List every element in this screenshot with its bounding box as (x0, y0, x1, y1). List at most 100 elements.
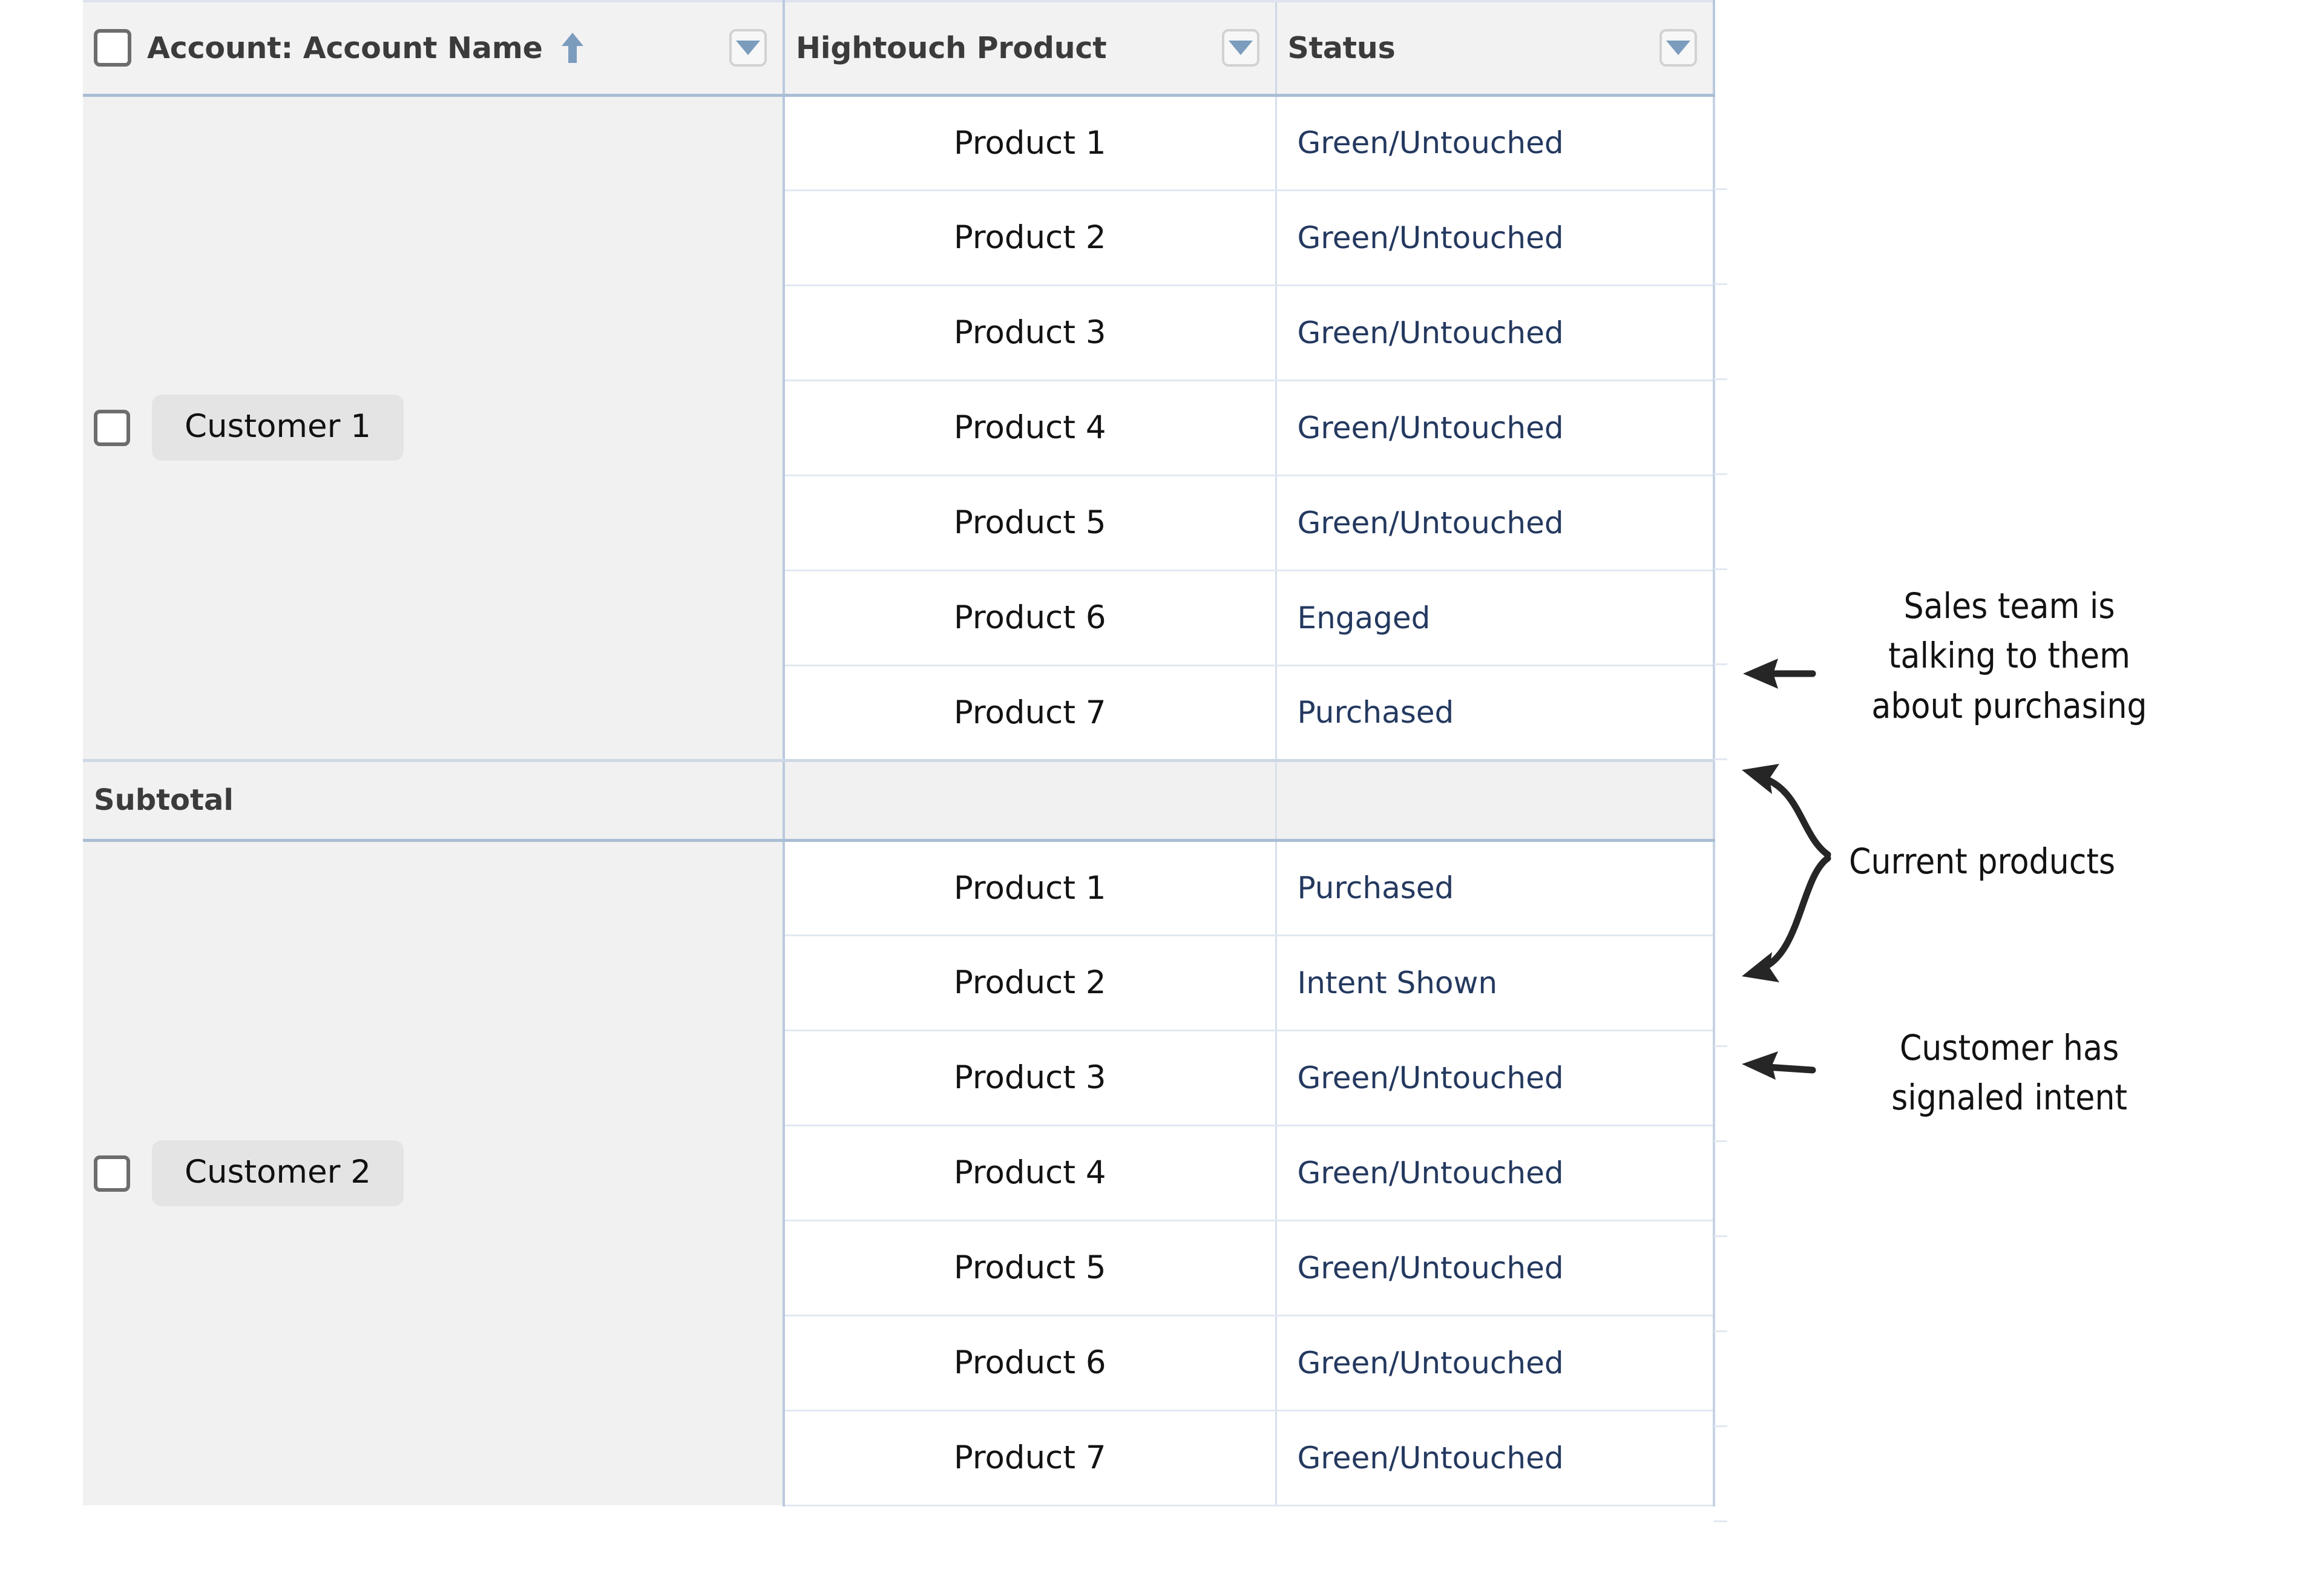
product-cell: Product 5 (784, 1220, 1277, 1316)
table-row[interactable]: Product 7 Green/Untouched (83, 1410, 1715, 1506)
accounts-products-table: Account: Account Name (83, 0, 1715, 1506)
product-cell: Product 6 (784, 1315, 1277, 1411)
product-label: Product 1 (953, 869, 1106, 907)
account-group-cell-1[interactable]: Customer 1 (83, 95, 785, 760)
row-divider-overhang (1714, 1520, 1727, 1522)
status-cell: Green/Untouched (1276, 380, 1715, 476)
subtotal-label-cell: Subtotal (83, 758, 785, 842)
product-cell: Product 2 (784, 190, 1277, 286)
table-row[interactable]: Product 4 Green/Untouched (83, 380, 1715, 476)
status-cell: Green/Untouched (1276, 1410, 1715, 1506)
table-row[interactable]: Product 2 Intent Shown (83, 935, 1715, 1031)
header-row: Account: Account Name (83, 0, 1715, 97)
annotation-brace-current-products (1742, 764, 1831, 982)
status-cell: Green/Untouched (1276, 95, 1715, 191)
table-row[interactable]: Product 5 Green/Untouched (83, 1220, 1715, 1316)
product-column-menu-button[interactable] (1221, 29, 1259, 67)
status-cell: Green/Untouched (1276, 1030, 1715, 1126)
row-select-checkbox[interactable] (94, 409, 130, 446)
select-all-checkbox[interactable] (94, 29, 131, 67)
product-label: Product 5 (953, 504, 1106, 541)
product-cell: Product 6 (784, 570, 1277, 666)
table-row[interactable]: Product 6 Green/Untouched (83, 1315, 1715, 1411)
column-header-account-label: Account: Account Name (147, 30, 543, 65)
status-label: Green/Untouched (1297, 1060, 1564, 1096)
status-cell: Purchased (1276, 840, 1715, 936)
account-column-menu-button[interactable] (729, 29, 767, 67)
status-cell: Engaged (1276, 570, 1715, 666)
status-label: Green/Untouched (1297, 315, 1564, 350)
table-row[interactable]: Product 6 Engaged (83, 570, 1715, 666)
status-label: Green/Untouched (1297, 1345, 1564, 1381)
product-label: Product 6 (953, 1344, 1106, 1381)
status-cell: Green/Untouched (1276, 285, 1715, 381)
product-label: Product 4 (953, 1154, 1106, 1191)
row-divider-overhang (1714, 473, 1727, 475)
table-row[interactable]: Product 4 Green/Untouched (83, 1125, 1715, 1221)
status-cell: Green/Untouched (1276, 475, 1715, 571)
column-header-product[interactable]: Hightouch Product (784, 0, 1277, 97)
row-divider-overhang (1714, 188, 1727, 190)
status-cell: Green/Untouched (1276, 1220, 1715, 1316)
account-name-pill[interactable]: Customer 1 (152, 395, 404, 461)
annotation-arrow-engaged (1743, 659, 1816, 689)
product-label: Product 1 (953, 124, 1106, 162)
product-label: Product 7 (953, 1439, 1106, 1476)
chevron-down-icon (1666, 41, 1690, 56)
table-row[interactable]: Product 3 Green/Untouched (83, 285, 1715, 381)
table-row[interactable]: Product 5 Green/Untouched (83, 475, 1715, 571)
status-column-menu-button[interactable] (1659, 29, 1697, 67)
subtotal-label: Subtotal (94, 783, 234, 817)
product-label: Product 2 (953, 964, 1106, 1001)
column-header-status-label: Status (1287, 30, 1396, 65)
status-label: Green/Untouched (1297, 220, 1564, 255)
annotation-intent-text: Customer has signaled intent (1891, 1027, 2127, 1119)
status-label: Intent Shown (1297, 965, 1498, 1000)
row-divider-overhang (1714, 1045, 1727, 1047)
row-select-checkbox[interactable] (94, 1155, 130, 1192)
status-label: Purchased (1297, 695, 1454, 730)
status-cell: Intent Shown (1276, 935, 1715, 1031)
column-header-status[interactable]: Status (1276, 0, 1715, 97)
table-row[interactable]: Product 7 Purchased (83, 665, 1715, 761)
account-name-pill[interactable]: Customer 2 (152, 1140, 404, 1207)
row-divider-overhang (1714, 663, 1727, 665)
status-label: Purchased (1297, 870, 1454, 905)
table-row[interactable]: Customer 1 Product 1 Green/Untouched (83, 95, 1715, 760)
status-cell: Purchased (1276, 665, 1715, 761)
row-divider-overhang (1714, 1140, 1727, 1142)
status-label: Green/Untouched (1297, 1155, 1564, 1191)
status-label: Green/Untouched (1297, 1250, 1564, 1286)
status-label: Green/Untouched (1297, 505, 1564, 540)
chevron-down-icon (1228, 41, 1253, 56)
product-cell: Product 2 (784, 935, 1277, 1031)
product-label: Product 4 (953, 409, 1106, 446)
subtotal-product-cell (784, 758, 1277, 842)
product-cell: Product 1 (784, 840, 1277, 936)
row-divider-overhang (1714, 1330, 1727, 1332)
row-divider-overhang (1714, 1425, 1727, 1427)
table-row[interactable]: Product 2 Green/Untouched (83, 190, 1715, 286)
product-cell: Product 7 (784, 1410, 1277, 1506)
accounts-products-table-region: Account: Account Name (83, 0, 1715, 1590)
subtotal-row: Subtotal (83, 758, 1715, 842)
table-row[interactable]: Product 3 Green/Untouched (83, 1030, 1715, 1126)
product-cell: Product 1 (784, 95, 1277, 191)
status-cell: Green/Untouched (1276, 1315, 1715, 1411)
row-divider-overhang (1714, 758, 1727, 760)
account-group-cell-2[interactable]: Customer 2 (83, 840, 785, 1505)
product-cell: Product 7 (784, 665, 1277, 761)
row-divider-overhang (1714, 378, 1727, 380)
row-divider-overhang (1714, 1235, 1727, 1237)
product-cell: Product 4 (784, 1125, 1277, 1221)
annotation-sales-team-text: Sales team is talking to them about purc… (1871, 585, 2147, 726)
status-label: Engaged (1297, 600, 1431, 636)
status-label: Green/Untouched (1297, 1440, 1564, 1476)
product-label: Product 3 (953, 314, 1106, 351)
sort-ascending-arrow-icon[interactable] (559, 30, 586, 65)
column-header-account[interactable]: Account: Account Name (83, 0, 785, 97)
product-cell: Product 5 (784, 475, 1277, 571)
subtotal-status-cell (1276, 758, 1715, 842)
table-row[interactable]: Customer 2 Product 1 Purchased (83, 840, 1715, 1505)
product-label: Product 5 (953, 1249, 1106, 1286)
